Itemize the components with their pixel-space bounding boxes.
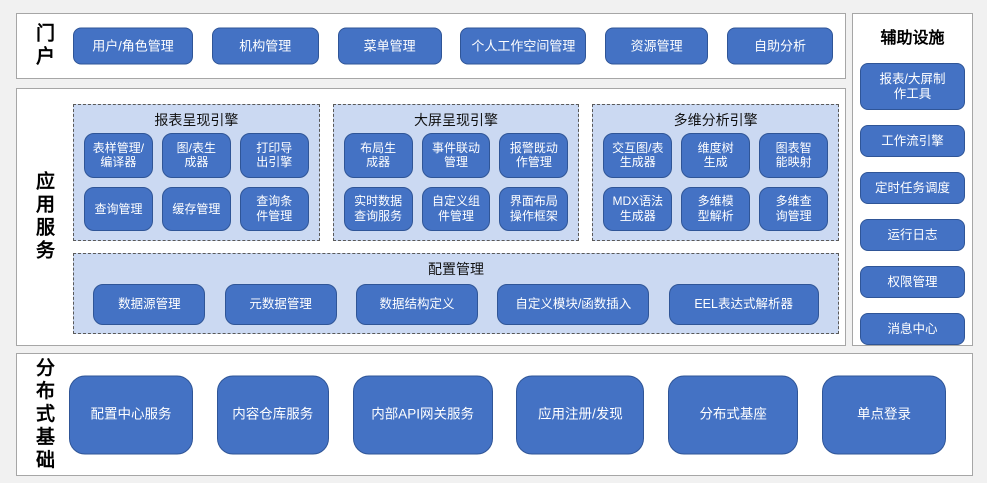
query-management-node: 查询管理 — [84, 186, 153, 231]
distributed-base-label: 分布式基础 — [33, 357, 54, 472]
auxiliary-facilities-title: 辅助设施 — [880, 30, 945, 47]
application-services-label: 应用服务 — [33, 171, 54, 263]
auxiliary-facilities-column: 辅助设施 报表/大屏制 作工具 工作流引擎 定时任务调度 运行日志 权限管理 消… — [853, 22, 972, 345]
interactive-chart-generator-node: 交互图/表 生成器 — [603, 133, 673, 178]
query-condition-management-node: 查询条 件管理 — [239, 186, 309, 231]
olap-analysis-engine-title: 多维分析引擎 — [673, 112, 758, 128]
config-management-row: 数据源管理 元数据管理 数据结构定义 自定义模块/函数插入 EEL表达式解析器 — [74, 284, 838, 325]
application-services-section: 应用服务 报表呈现引擎 表样管理/ 编译器 图/表生 成器 打印导 出引擎 查询… — [16, 88, 846, 346]
event-linkage-management-node: 事件联动 管理 — [421, 133, 491, 178]
resource-management-node: 资源管理 — [605, 27, 709, 65]
olap-analysis-engine-grid: 交互图/表 生成器 维度树 生成 图表智 能映射 MDX语法 生成器 多维模 型… — [593, 130, 838, 240]
chart-table-generator-node: 图/表生 成器 — [161, 133, 231, 178]
distributed-base-row: 配置中心服务 内容仓库服务 内部API网关服务 应用注册/发现 分布式基座 单点… — [69, 375, 946, 454]
custom-module-function-insert-node: 自定义模块/函数插入 — [497, 284, 650, 325]
eel-expression-parser-node: EEL表达式解析器 — [668, 284, 819, 325]
data-structure-definition-node: 数据结构定义 — [355, 284, 478, 325]
ui-layout-operation-framework-node: 界面布局 操作框架 — [499, 186, 569, 231]
organization-management-node: 机构管理 — [211, 27, 319, 65]
menu-management-node: 菜单管理 — [337, 27, 442, 65]
runtime-log-node: 运行日志 — [860, 219, 965, 251]
portal-label: 门户 — [33, 23, 54, 69]
internal-api-gateway-service-node: 内部API网关服务 — [352, 375, 493, 454]
realtime-data-query-service-node: 实时数据 查询服务 — [343, 186, 413, 231]
cache-management-node: 缓存管理 — [161, 186, 231, 231]
auxiliary-facilities-section: 辅助设施 报表/大屏制 作工具 工作流引擎 定时任务调度 运行日志 权限管理 消… — [852, 13, 973, 346]
bigscreen-render-engine-panel: 大屏呈现引擎 布局生 成器 事件联动 管理 报警既动 作管理 实时数据 查询服务… — [332, 104, 580, 241]
single-sign-on-node: 单点登录 — [821, 375, 946, 454]
custom-component-management-node: 自定义组 件管理 — [421, 186, 491, 231]
bigscreen-render-engine-title: 大屏呈现引擎 — [414, 112, 498, 128]
multidim-query-management-node: 多维查 询管理 — [759, 186, 829, 231]
distributed-pedestal-node: 分布式基座 — [668, 375, 799, 454]
distributed-base-section: 分布式基础 配置中心服务 内容仓库服务 内部API网关服务 应用注册/发现 分布… — [16, 353, 973, 476]
report-bigscreen-authoring-tool-node: 报表/大屏制 作工具 — [860, 63, 965, 110]
portal-button-row: 用户/角色管理 机构管理 菜单管理 个人工作空间管理 资源管理 自助分析 — [73, 27, 833, 65]
alarm-action-management-node: 报警既动 作管理 — [499, 133, 569, 178]
olap-analysis-engine-panel: 多维分析引擎 交互图/表 生成器 维度树 生成 图表智 能映射 MDX语法 生成… — [592, 104, 840, 241]
permission-management-node: 权限管理 — [860, 266, 965, 298]
mdx-syntax-generator-node: MDX语法 生成器 — [603, 186, 673, 231]
content-repository-service-node: 内容仓库服务 — [216, 375, 329, 454]
self-service-analysis-node: 自助分析 — [726, 27, 833, 65]
scheduled-task-dispatch-node: 定时任务调度 — [860, 172, 965, 204]
config-management-title: 配置管理 — [428, 261, 484, 277]
chart-smart-mapping-node: 图表智 能映射 — [759, 133, 829, 178]
workflow-engine-node: 工作流引擎 — [860, 125, 965, 157]
app-registration-discovery-node: 应用注册/发现 — [516, 375, 645, 454]
multidim-model-parsing-node: 多维模 型解析 — [681, 186, 751, 231]
datasource-management-node: 数据源管理 — [93, 284, 206, 325]
config-center-service-node: 配置中心服务 — [69, 375, 193, 454]
layout-generator-node: 布局生 成器 — [343, 133, 413, 178]
config-management-panel: 配置管理 数据源管理 元数据管理 数据结构定义 自定义模块/函数插入 EEL表达… — [73, 253, 839, 334]
engine-panels-row: 报表呈现引擎 表样管理/ 编译器 图/表生 成器 打印导 出引擎 查询管理 缓存… — [73, 104, 840, 241]
personal-workspace-management-node: 个人工作空间管理 — [460, 27, 587, 65]
report-render-engine-panel: 报表呈现引擎 表样管理/ 编译器 图/表生 成器 打印导 出引擎 查询管理 缓存… — [73, 104, 320, 241]
portal-section: 门户 用户/角色管理 机构管理 菜单管理 个人工作空间管理 资源管理 自助分析 — [16, 13, 846, 79]
message-center-node: 消息中心 — [860, 313, 965, 345]
metadata-management-node: 元数据管理 — [224, 284, 337, 325]
report-render-engine-grid: 表样管理/ 编译器 图/表生 成器 打印导 出引擎 查询管理 缓存管理 查询条 … — [74, 130, 319, 240]
report-render-engine-title: 报表呈现引擎 — [154, 112, 239, 128]
print-export-engine-node: 打印导 出引擎 — [239, 133, 309, 178]
report-style-compiler-node: 表样管理/ 编译器 — [84, 133, 153, 178]
dimension-tree-generation-node: 维度树 生成 — [681, 133, 751, 178]
bigscreen-render-engine-grid: 布局生 成器 事件联动 管理 报警既动 作管理 实时数据 查询服务 自定义组 件… — [334, 130, 579, 240]
user-role-management-node: 用户/角色管理 — [73, 27, 193, 65]
